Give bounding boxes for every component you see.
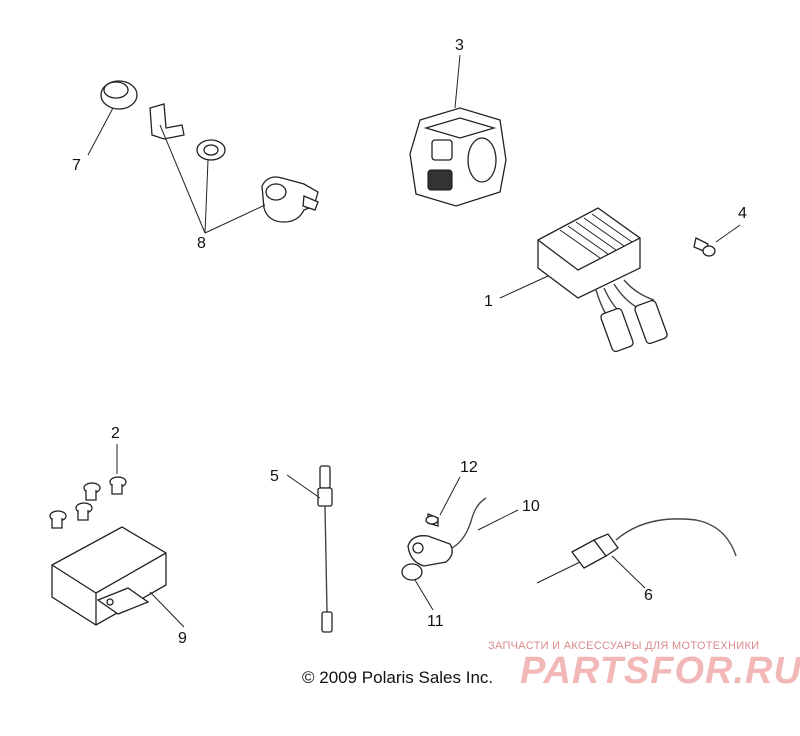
callout-12: 12 xyxy=(460,459,478,476)
callout-5: 5 xyxy=(270,468,279,485)
callout-4: 4 xyxy=(738,205,747,222)
leader-lines xyxy=(87,54,741,628)
watermark-tagline: ЗАПЧАСТИ И АКСЕССУАРЫ ДЛЯ МОТОТЕХНИКИ xyxy=(488,640,760,652)
part-1-regulator xyxy=(537,207,668,353)
callout-11: 11 xyxy=(427,613,444,630)
copyright-text: © 2009 Polaris Sales Inc. xyxy=(302,668,494,687)
part-10-11-12-sensor xyxy=(401,497,487,581)
callout-1: 1 xyxy=(484,293,493,310)
callout-10: 10 xyxy=(522,498,540,515)
part-2-screws xyxy=(49,476,127,529)
part-5-probe xyxy=(317,465,333,633)
part-6-temp-sensor xyxy=(571,518,737,569)
callout-8: 8 xyxy=(197,235,206,252)
callout-6: 6 xyxy=(644,587,653,604)
callout-7: 7 xyxy=(72,157,81,174)
callout-3: 3 xyxy=(455,37,464,54)
part-3-handlebar-switch xyxy=(409,107,507,207)
part-8-key-switch xyxy=(149,103,319,223)
watermark-logo: PARTSFOR.RU xyxy=(520,650,800,692)
part-9-module xyxy=(51,526,167,626)
callout-9: 9 xyxy=(178,630,187,647)
callout-2: 2 xyxy=(111,425,120,442)
part-7-cap xyxy=(100,80,138,110)
part-4-bolt xyxy=(693,237,716,257)
callout-labels: 1 2 3 4 5 6 7 8 9 10 11 12 xyxy=(72,37,747,647)
